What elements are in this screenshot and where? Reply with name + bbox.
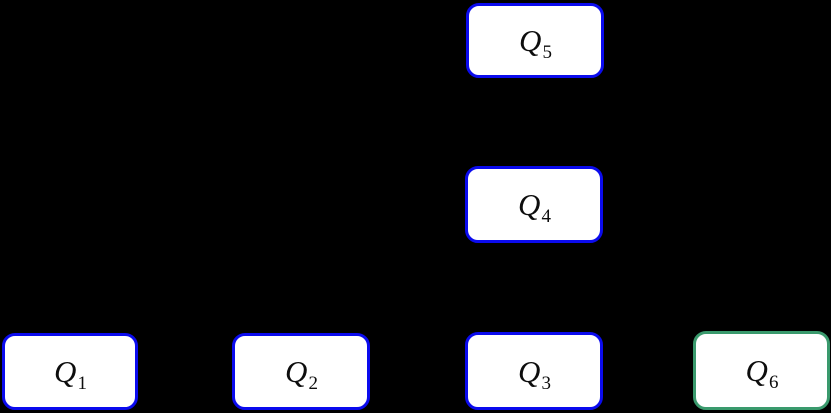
node-q1-label: Q1 <box>54 354 87 393</box>
node-q6-label: Q6 <box>745 353 779 392</box>
node-q3: Q3 <box>465 332 603 410</box>
node-q2-label-base: Q <box>285 354 308 389</box>
node-q4: Q4 <box>465 166 603 243</box>
node-q3-label-base: Q <box>518 353 541 389</box>
node-q4-label: Q4 <box>518 187 551 226</box>
node-q2-label-subscript: 2 <box>308 373 318 394</box>
node-q6-label-base: Q <box>745 353 768 388</box>
node-q5-label-subscript: 5 <box>542 42 552 63</box>
node-q6: Q6 <box>693 331 830 410</box>
node-q1-label-subscript: 1 <box>77 373 87 394</box>
node-q3-label: Q3 <box>518 353 551 393</box>
node-q1: Q1 <box>2 333 138 410</box>
node-q5-label-base: Q <box>519 23 542 58</box>
node-q5: Q5 <box>466 3 604 78</box>
node-q3-label-subscript: 3 <box>541 372 551 394</box>
node-q6-label-subscript: 6 <box>768 372 779 393</box>
node-q1-label-base: Q <box>54 354 77 389</box>
node-q4-label-base: Q <box>518 187 541 222</box>
node-q5-label: Q5 <box>519 23 552 62</box>
node-q2: Q2 <box>232 333 370 410</box>
node-q2-label: Q2 <box>285 354 318 393</box>
node-q4-label-subscript: 4 <box>541 206 551 227</box>
